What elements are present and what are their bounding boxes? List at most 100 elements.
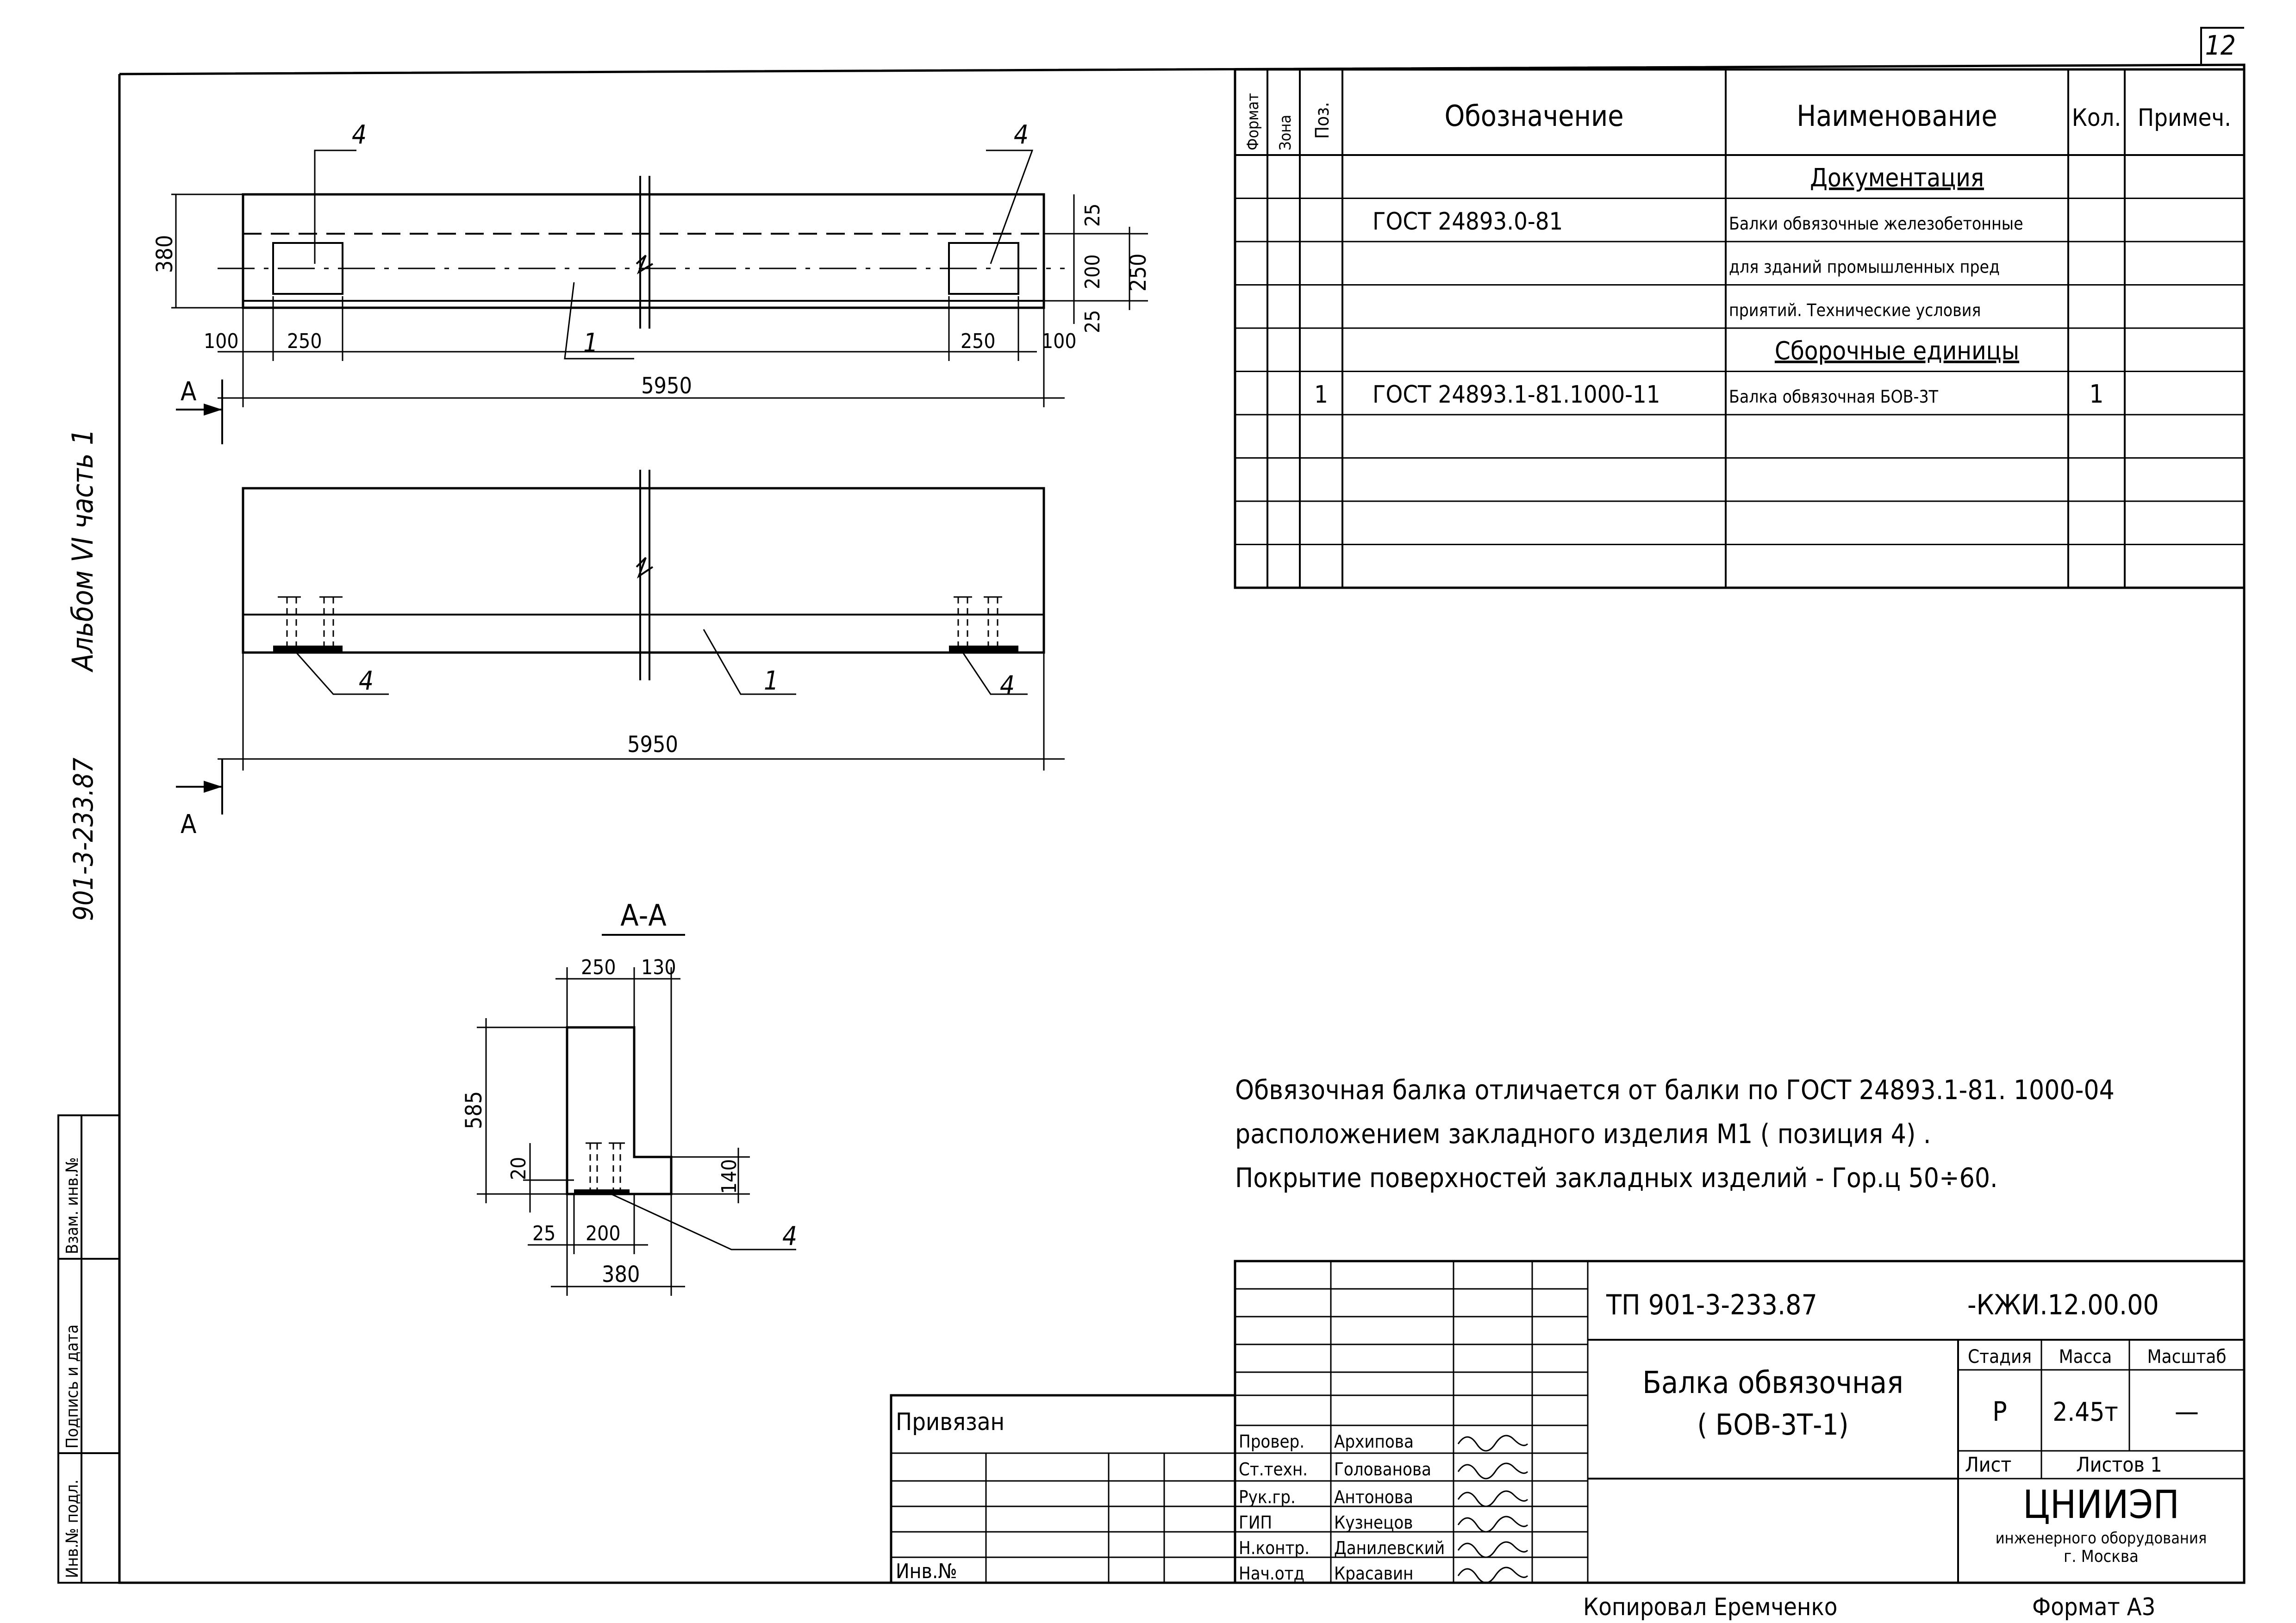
stamp-inv-podl: Инв.№ подл.: [63, 1480, 82, 1578]
spec-section-title: Сборочные единицы: [1775, 336, 2019, 365]
signature-role: Нач.отд: [1239, 1563, 1304, 1584]
mass-label: Масса: [2059, 1346, 2112, 1368]
plan-label-4-right: 4: [1014, 120, 1029, 150]
signature-role: Провер.: [1239, 1431, 1304, 1452]
header-pos: Поз.: [1312, 102, 1333, 139]
signature-scribble: [1457, 1462, 1529, 1480]
note-line-2: расположением закладного изделия М1 ( по…: [1235, 1118, 1931, 1150]
signature-role: Рук.гр.: [1239, 1487, 1296, 1507]
signature-name: Голованова: [1334, 1459, 1431, 1480]
org-city: г. Москва: [2064, 1547, 2139, 1566]
project-code: 901-3-233.87: [68, 758, 99, 921]
header-zone: Зона: [1276, 115, 1295, 150]
dim-200: 200: [1081, 254, 1104, 289]
dim-250-left: 250: [287, 330, 322, 353]
sec-dim-585: 585: [461, 1091, 487, 1129]
doc-suffix: -КЖИ.12.00.00: [1967, 1289, 2159, 1321]
inv-no-label: Инв.№: [896, 1560, 957, 1583]
signature-scribble: [1457, 1567, 1529, 1584]
scale-label: Масштаб: [2147, 1346, 2226, 1368]
stage-value: Р: [1992, 1396, 2007, 1427]
section-mark-top: А: [181, 377, 197, 407]
dim-100-left: 100: [204, 330, 239, 353]
paper-format: Формат А3: [2032, 1593, 2155, 1621]
sec-dim-25: 25: [532, 1222, 555, 1245]
signature-role: ГИП: [1239, 1512, 1272, 1533]
spec-name: Балка обвязочная БОВ-3Т: [1729, 387, 1939, 407]
plan-leaders: [314, 149, 1034, 360]
spec-pos: 1: [1314, 381, 1328, 409]
spec-designation: ГОСТ 24893.1-81.1000-11: [1373, 381, 1660, 409]
elev-label-4-right: 4: [1000, 671, 1015, 701]
sec-dim-250: 250: [581, 956, 616, 979]
elev-label-4-left: 4: [359, 666, 374, 696]
mass-value: 2.45т: [2053, 1397, 2118, 1427]
section-mark-bottom: А: [181, 809, 197, 839]
spec-name: Балки обвязочные железобетонные: [1729, 214, 2023, 234]
scale-value: —: [2175, 1396, 2199, 1427]
signature-role: Ст.техн.: [1239, 1459, 1308, 1480]
stage-label: Стадия: [1968, 1346, 2032, 1368]
copied-by: Копировал Еремченко: [1583, 1593, 1837, 1621]
doc-title-line-1: Балка обвязочная: [1642, 1365, 1903, 1400]
section-marker: [176, 379, 223, 815]
signature-name: Архипова: [1334, 1431, 1414, 1452]
sec-dim-130: 130: [641, 956, 676, 979]
note-line-1: Обвязочная балка отличается от балки по …: [1235, 1074, 2115, 1106]
page-number: 12: [2205, 30, 2236, 61]
org-subtitle: инженерного оборудования: [1996, 1529, 2207, 1548]
spec-section-title: Документация: [1810, 163, 1984, 192]
sheets-label: Листов 1: [2076, 1453, 2162, 1477]
dim-5950-plan: 5950: [641, 373, 692, 399]
dim-25-top: 25: [1081, 204, 1104, 227]
elevation-view: [218, 470, 1065, 771]
dim-5950-elev: 5950: [627, 732, 678, 758]
dim-25-bottom: 25: [1081, 310, 1104, 333]
header-qty: Кол.: [2072, 104, 2121, 132]
signature-scribble: [1457, 1435, 1529, 1452]
header-name: Наименование: [1797, 99, 1997, 133]
org-name: ЦНИИЭП: [2023, 1482, 2179, 1527]
spec-designation: ГОСТ 24893.0-81: [1373, 208, 1563, 236]
plan-dimensions: [171, 193, 1148, 407]
title-block: [890, 1260, 2246, 1584]
sec-dim-200: 200: [586, 1222, 621, 1245]
header-format: Формат: [1244, 93, 1262, 150]
section-title: А-А: [620, 899, 667, 933]
plan-label-1: 1: [583, 328, 598, 358]
signature-role: Н.контр.: [1239, 1538, 1310, 1558]
header-note: Примеч.: [2138, 104, 2231, 132]
section-aa-view: [566, 1026, 673, 1195]
stamp-vzam-inv: Взам. инв.№: [63, 1157, 82, 1254]
spec-name: приятий. Технические условия: [1729, 300, 1981, 320]
spec-name: для зданий промышленных пред: [1729, 257, 2000, 277]
stamp-signature-date: Подпись и дата: [63, 1325, 82, 1449]
sheet-label: Лист: [1965, 1453, 2011, 1477]
note-line-3: Покрытие поверхностей закладных изделий …: [1235, 1162, 1998, 1194]
signature-name: Красавин: [1334, 1563, 1413, 1584]
signature-name: Данилевский: [1334, 1538, 1445, 1558]
signature-name: Антонова: [1334, 1487, 1413, 1507]
plan-view: [218, 176, 1065, 329]
sec-dim-140: 140: [718, 1159, 741, 1194]
album-label: Альбом VI часть 1: [66, 429, 100, 672]
left-stamp: [57, 1114, 120, 1584]
dim-250-vertical: 250: [1125, 254, 1151, 292]
plan-label-4-left: 4: [352, 120, 367, 150]
signature-scribble: [1457, 1490, 1529, 1507]
sec-dim-20: 20: [507, 1157, 530, 1180]
elevation-leaders: [295, 629, 1028, 695]
signature-name: Кузнецов: [1334, 1512, 1413, 1533]
section-aa-dimensions: [477, 967, 796, 1296]
dim-380: 380: [152, 235, 178, 273]
header-designation: Обозначение: [1444, 99, 1623, 133]
sec-dim-380: 380: [602, 1262, 640, 1287]
spec-table: [1234, 68, 2246, 589]
doc-title-line-2: ( БОВ-3Т-1): [1697, 1408, 1849, 1442]
sec-label-4: 4: [782, 1221, 797, 1251]
elev-label-1: 1: [764, 666, 779, 696]
signature-scribble: [1457, 1516, 1529, 1533]
